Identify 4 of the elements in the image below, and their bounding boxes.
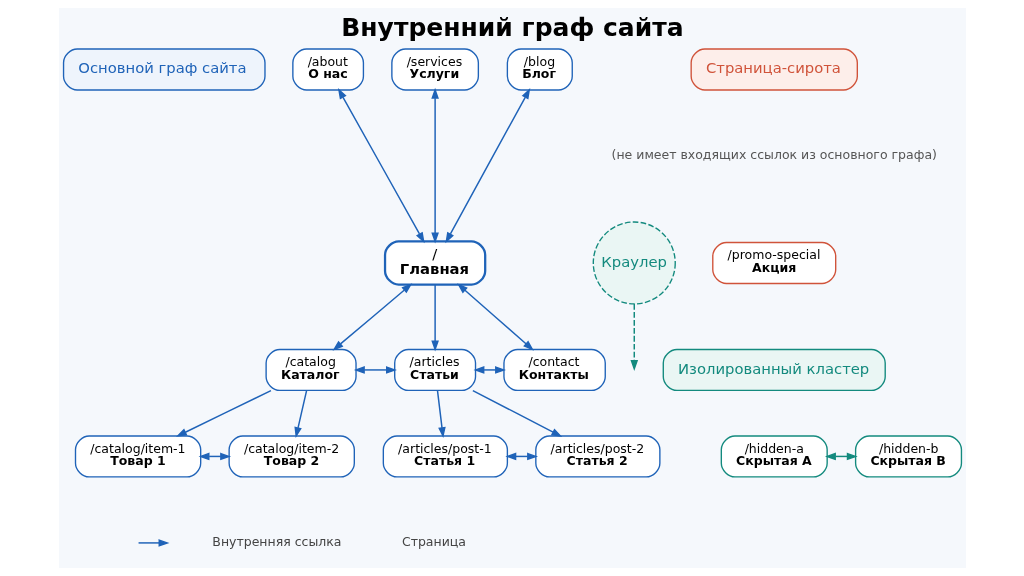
label: (не имеет входящих ссылок из основного графа) [611,147,937,163]
legend-label: Страница [401,534,466,550]
diagram-title: Внутренний граф сайта [340,13,684,43]
legend-label: Внутренняя ссылка [211,534,342,550]
